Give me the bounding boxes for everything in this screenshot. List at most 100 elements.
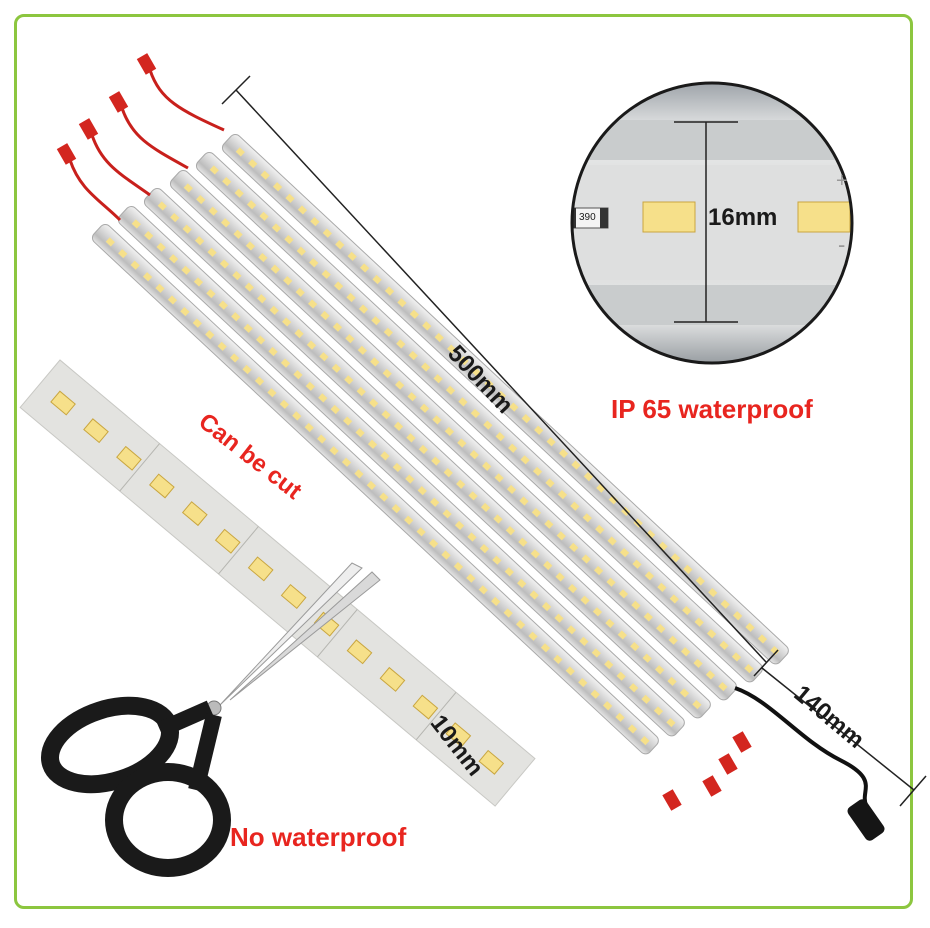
tube-led: [604, 659, 614, 670]
tube-led: [590, 689, 600, 699]
tube-led: [259, 211, 269, 221]
tube-led: [422, 321, 432, 331]
tube-led: [534, 425, 544, 435]
tube-led: [571, 460, 581, 470]
tube-led: [567, 583, 578, 594]
tube-led: [581, 554, 591, 564]
tube-led: [517, 578, 527, 588]
tube-led: [570, 501, 580, 511]
tube-led: [644, 571, 655, 581]
tube-led: [592, 607, 603, 617]
tube-led: [566, 625, 577, 635]
tube-led: [640, 735, 650, 746]
tube-led: [243, 323, 253, 333]
tube-led: [668, 635, 678, 645]
tube-led: [218, 300, 228, 310]
tube-led: [268, 346, 278, 357]
tube-led: [554, 613, 564, 623]
tube-led: [421, 362, 431, 372]
tube-led: [532, 466, 543, 477]
tube-led: [131, 219, 141, 229]
tube-led: [530, 549, 540, 559]
tube-led: [558, 448, 569, 459]
tube-led: [632, 559, 642, 569]
tube-led: [505, 526, 516, 536]
tube-led: [320, 310, 330, 321]
tube-led: [642, 653, 652, 663]
tube-led: [309, 258, 319, 268]
cut-line: [415, 691, 457, 741]
tube-led: [656, 623, 666, 634]
tube-led: [718, 681, 728, 692]
tube-led: [246, 200, 257, 210]
tube-led: [556, 531, 566, 541]
tube-led: [456, 479, 466, 489]
pcb-led: [247, 556, 274, 582]
tube-led: [192, 318, 202, 328]
tube-led: [269, 305, 279, 315]
tube-led: [430, 497, 440, 507]
tube-led: [222, 176, 232, 187]
tube-led: [370, 357, 380, 367]
tube-led: [354, 469, 364, 479]
tube-led: [491, 596, 501, 606]
tube-led: [331, 363, 341, 373]
tube-led: [627, 724, 638, 734]
tube-led: [603, 701, 613, 711]
tube-led: [657, 582, 667, 592]
tube-led: [383, 327, 393, 337]
tube-led: [482, 461, 492, 471]
tube-led: [492, 555, 502, 565]
tube-led: [543, 560, 553, 570]
red-wire: [68, 159, 122, 222]
top-wire-connectors: [56, 53, 225, 222]
tube-led: [343, 416, 353, 426]
tube-led: [694, 617, 704, 627]
tube-led: [428, 538, 439, 549]
tube-led: [329, 446, 339, 456]
tube-led: [494, 473, 504, 483]
tube-led: [357, 345, 367, 355]
tube-led: [355, 428, 365, 438]
tube-led: [232, 270, 242, 281]
tube-led: [305, 381, 315, 391]
tube-led: [296, 246, 306, 256]
tube-led: [683, 564, 693, 574]
tube-led: [596, 483, 606, 493]
red-wire: [148, 69, 225, 132]
tube-led: [583, 472, 594, 482]
tube-led: [167, 295, 178, 305]
tube-led: [519, 496, 529, 506]
tube-led: [528, 631, 538, 641]
tube-led: [231, 312, 241, 322]
tube-led: [591, 648, 601, 658]
tube-led: [257, 294, 267, 304]
tube-led: [731, 652, 742, 662]
tube-led: [360, 263, 370, 273]
tube-led: [332, 322, 343, 332]
tube-led: [518, 537, 528, 547]
tube-led: [157, 201, 167, 211]
tube-led: [454, 520, 465, 531]
tube-led: [770, 645, 780, 656]
tube-led: [695, 576, 705, 586]
tube-led: [565, 666, 575, 676]
tube-led: [682, 605, 692, 616]
tube-led: [467, 532, 477, 542]
tube-led: [182, 224, 192, 234]
tube-led: [379, 492, 389, 502]
no-waterproof-label: No waterproof: [230, 822, 407, 852]
pcb-led: [280, 584, 307, 610]
tube-led: [156, 242, 166, 252]
tube-led: [271, 223, 282, 233]
tube-led: [358, 304, 369, 314]
tube-led: [679, 688, 690, 698]
tube-led: [578, 677, 588, 688]
tube-led: [310, 216, 320, 227]
tube-led: [629, 683, 639, 693]
led-tube: [91, 223, 659, 755]
minus-marking: -: [838, 232, 846, 257]
tube-led: [168, 254, 179, 264]
tube-led: [504, 567, 514, 577]
pcb-led: [149, 473, 175, 499]
